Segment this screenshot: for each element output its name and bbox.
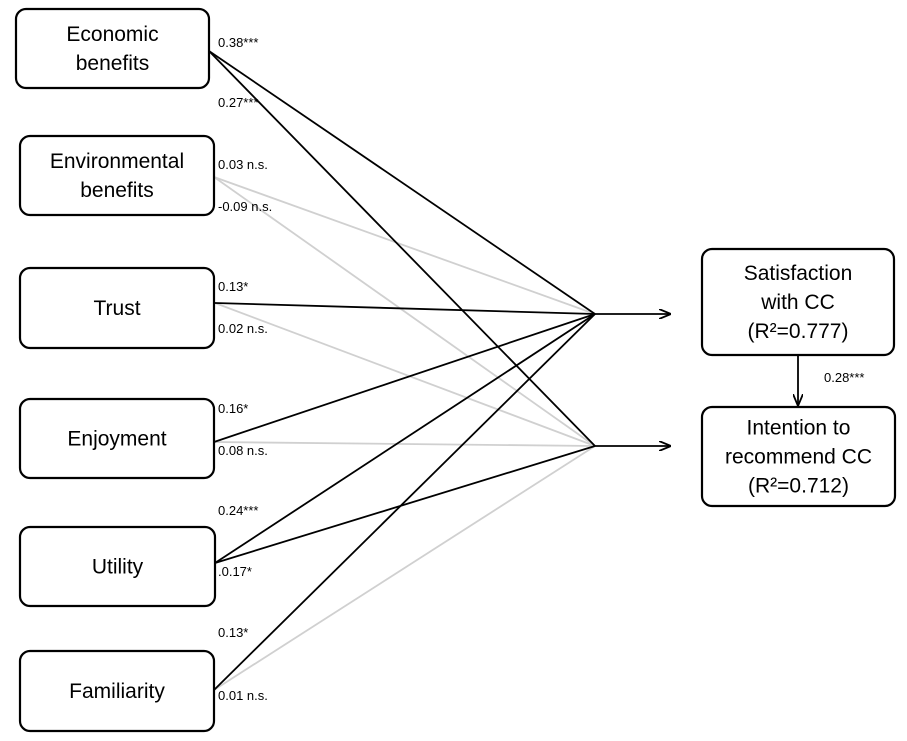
node-label: Trust (93, 297, 140, 320)
path-line-familiarity-to-intention-to-recommend-cc (213, 445, 596, 691)
node-box (18, 525, 217, 608)
node-label: Environmental (50, 150, 184, 173)
path-line-utility-to-satisfaction-with-cc (214, 313, 596, 564)
node-label: Intention to (747, 417, 851, 440)
node-utility: Utility (18, 525, 217, 608)
node-box (18, 397, 216, 480)
path-coefficient-environmental-benefits-to-intention-to-recommend-cc: -0.09 n.s. (218, 199, 272, 214)
node-economic-benefits: Economic benefits (14, 7, 211, 90)
path-line-economic-benefits-to-intention-to-recommend-cc (208, 50, 596, 447)
node-box (18, 134, 216, 217)
path-line-environmental-benefits-to-satisfaction-with-cc (213, 176, 596, 315)
path-coefficient-enjoyment-to-satisfaction-with-cc: 0.16* (218, 401, 248, 416)
node-label: Satisfaction (744, 262, 853, 285)
path-coefficient-environmental-benefits-to-satisfaction-with-cc: 0.03 n.s. (218, 157, 268, 172)
path-coefficient-utility-to-satisfaction-with-cc: 0.24*** (218, 503, 258, 518)
path-coefficient-economic-benefits-to-intention-to-recommend-cc: 0.27*** (218, 95, 258, 110)
path-coefficient-economic-benefits-to-satisfaction-with-cc: 0.38*** (218, 35, 258, 50)
node-enjoyment: Enjoyment (18, 397, 216, 480)
node-label: Familiarity (69, 680, 165, 703)
path-coefficient-utility-to-intention-to-recommend-cc: .0.17* (218, 564, 252, 579)
node-label: (R²=0.777) (748, 320, 849, 343)
node-label: (R²=0.712) (748, 475, 849, 498)
path-line-trust-to-intention-to-recommend-cc (214, 302, 596, 447)
node-environmental-benefits: Environmental benefits (18, 134, 216, 217)
path-coefficient-enjoyment-to-intention-to-recommend-cc: 0.08 n.s. (218, 443, 268, 458)
path-coefficient-familiarity-to-satisfaction-with-cc: 0.13* (218, 625, 248, 640)
path-line-economic-benefits-to-satisfaction-with-cc (208, 50, 596, 315)
node-box (700, 405, 897, 508)
path-coefficient-trust-to-intention-to-recommend-cc: 0.02 n.s. (218, 321, 268, 336)
path-coefficient-familiarity-to-intention-to-recommend-cc: 0.01 n.s. (218, 688, 268, 703)
node-box (700, 247, 896, 357)
node-box (18, 266, 216, 350)
node-satisfaction-with-cc: Satisfaction with CC (R²=0.777) (700, 247, 896, 357)
path-line-trust-to-satisfaction-with-cc (214, 302, 596, 315)
node-label: Economic (66, 23, 158, 46)
path-line-utility-to-intention-to-recommend-cc (214, 445, 596, 564)
node-label: with CC (760, 291, 835, 314)
path-coefficient-trust-to-satisfaction-with-cc: 0.13* (218, 279, 248, 294)
node-label: Enjoyment (67, 428, 166, 451)
node-trust: Trust (18, 266, 216, 350)
path-line-enjoyment-to-satisfaction-with-cc (213, 313, 596, 443)
path-line-enjoyment-to-intention-to-recommend-cc (213, 441, 596, 447)
node-intention-to-recommend-cc: Intention to recommend CC (R²=0.712) (700, 405, 897, 508)
node-label: benefits (76, 52, 150, 75)
node-label: benefits (80, 179, 154, 202)
node-familiarity: Familiarity (18, 649, 216, 733)
node-label: Utility (92, 556, 144, 579)
node-label: recommend CC (725, 446, 872, 469)
node-box (18, 649, 216, 733)
node-box (14, 7, 211, 90)
path-line-environmental-benefits-to-intention-to-recommend-cc (213, 176, 596, 447)
path-coefficient-satisfaction-with-cc-to-intention-to-recommend-cc: 0.28*** (824, 370, 864, 385)
path-line-familiarity-to-satisfaction-with-cc (213, 313, 596, 691)
